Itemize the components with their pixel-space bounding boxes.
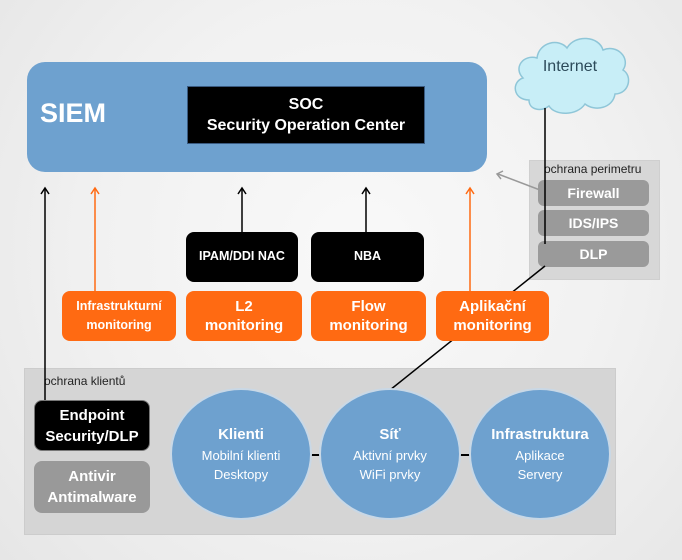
- endpoint-line2: Security/DLP: [45, 428, 139, 445]
- network-circle-line2: WiFi prvky: [359, 467, 421, 482]
- clients-circle: Klienti Mobilní klienti Desktopy: [170, 388, 312, 520]
- perimeter-title: ochrana perimetru: [544, 162, 642, 176]
- infrastructure-circle-line1: Aplikace: [515, 448, 565, 463]
- flow-monitoring-line2: monitoring: [329, 317, 408, 334]
- l2-monitoring-box: L2 monitoring: [186, 291, 302, 341]
- soc-box: SOC Security Operation Center: [187, 86, 425, 144]
- antivir-line2: Antimalware: [47, 489, 137, 506]
- dlp-box: DLP: [538, 241, 649, 267]
- l2-monitoring-line1: L2: [235, 298, 253, 315]
- antivir-box: Antivir Antimalware: [34, 461, 150, 513]
- clients-circle-line2: Desktopy: [213, 467, 269, 482]
- ids-ips-box: IDS/IPS: [538, 210, 649, 236]
- app-monitoring-box: Aplikační monitoring: [436, 291, 549, 341]
- infra-monitoring-line2: monitoring: [86, 318, 152, 332]
- soc-subtitle: Security Operation Center: [206, 117, 406, 134]
- network-circle-title: Síť: [379, 426, 401, 443]
- flow-monitoring-line1: Flow: [351, 298, 386, 315]
- infrastructure-circle-line2: Servery: [517, 467, 563, 482]
- nba-box: NBA: [311, 232, 424, 282]
- endpoint-security-box: Endpoint Security/DLP: [34, 400, 150, 451]
- network-circle: Síť Aktivní prvky WiFi prvky: [319, 388, 461, 520]
- l2-monitoring-line2: monitoring: [204, 317, 284, 334]
- clients-title: ochrana klientů: [44, 374, 126, 388]
- endpoint-line1: Endpoint: [59, 407, 125, 424]
- clients-circle-line1: Mobilní klienti: [201, 448, 281, 463]
- infrastructure-circle-title: Infrastruktura: [491, 426, 589, 443]
- infra-monitoring-line1: Infrastrukturní: [76, 299, 162, 313]
- ipam-ddi-nac-box: IPAM/DDI NAC: [186, 232, 298, 282]
- network-circle-line1: Aktivní prvky: [353, 448, 427, 463]
- soc-title: SOC: [288, 96, 324, 113]
- infrastructure-circle: Infrastruktura Aplikace Servery: [469, 388, 611, 520]
- flow-monitoring-box: Flow monitoring: [311, 291, 426, 341]
- internet-label: Internet: [542, 58, 598, 75]
- infra-monitoring-box: Infrastrukturní monitoring: [62, 291, 176, 341]
- app-monitoring-line1: Aplikační: [459, 298, 526, 315]
- antivir-line1: Antivir: [68, 468, 116, 485]
- app-monitoring-line2: monitoring: [453, 317, 532, 334]
- clients-circle-title: Klienti: [218, 426, 264, 443]
- internet-cloud-icon: [514, 37, 630, 114]
- arrow-firewall-siem: [497, 173, 541, 191]
- firewall-box: Firewall: [538, 180, 649, 206]
- siem-label: SIEM: [40, 98, 107, 128]
